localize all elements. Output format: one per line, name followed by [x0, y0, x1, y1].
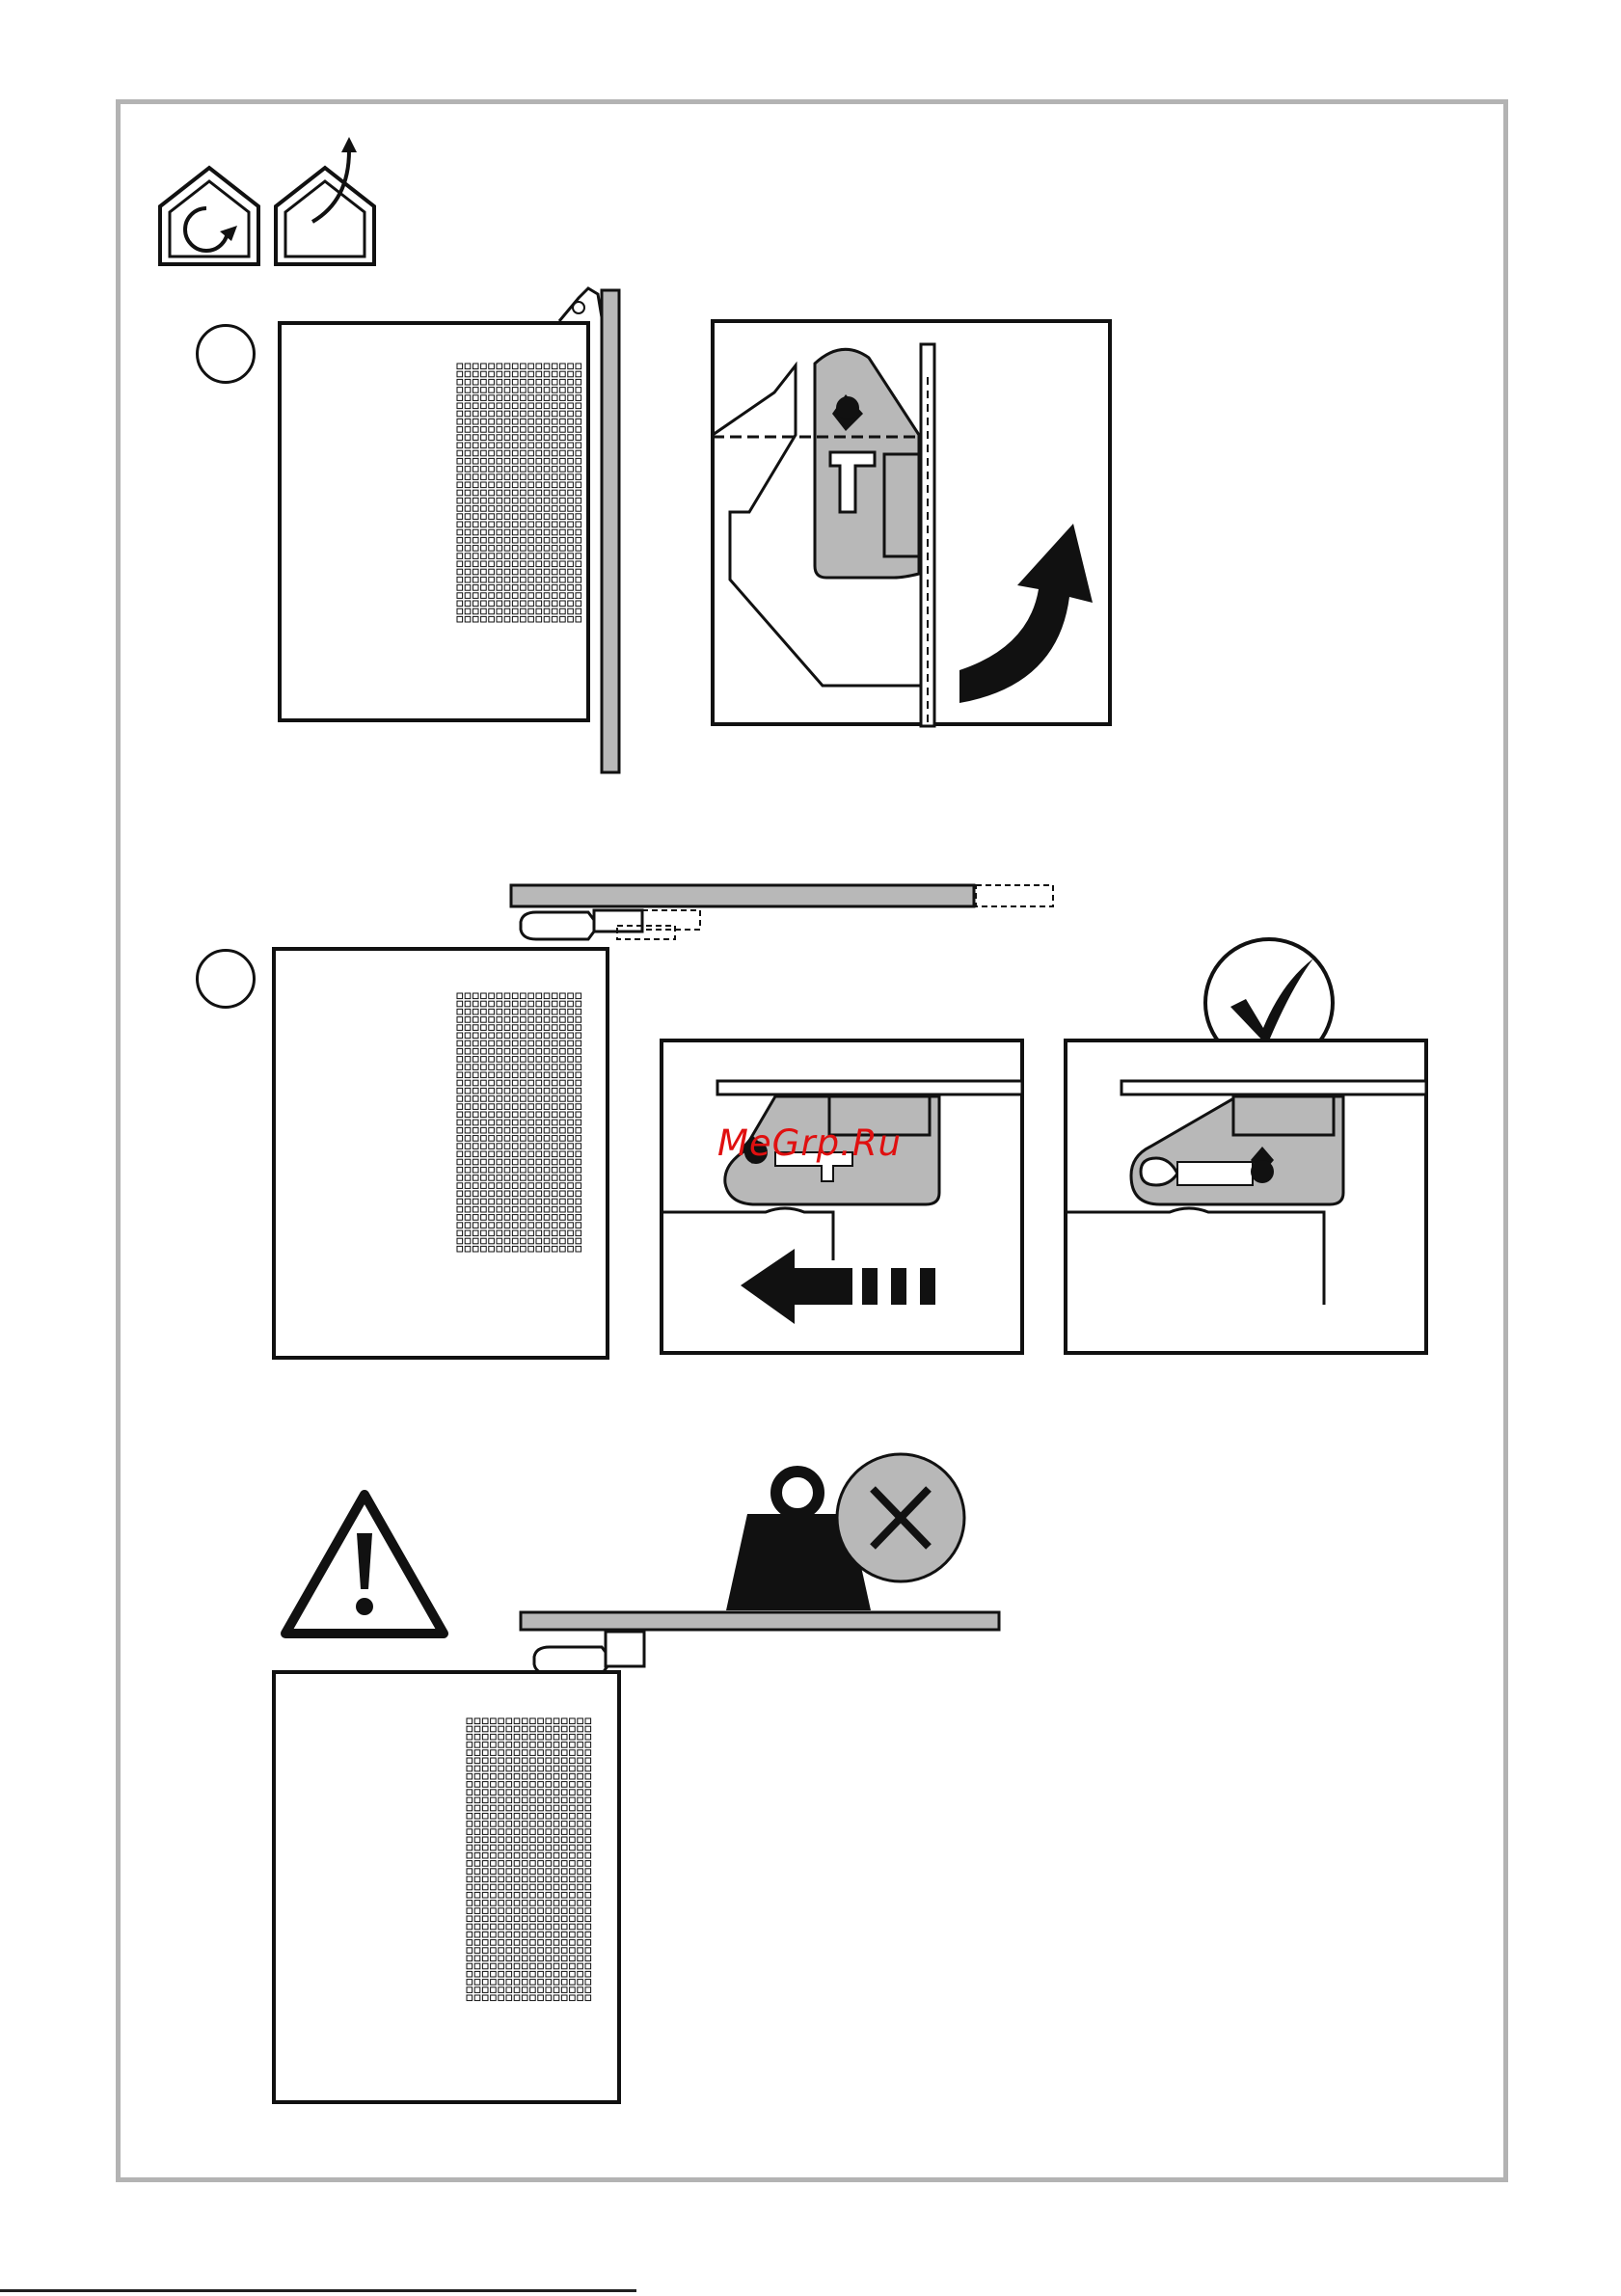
step-1-oven-side-view [270, 284, 636, 776]
page-bottom-rule [0, 2289, 636, 2292]
watermark: MeGrp.Ru [717, 1122, 902, 1164]
step-2-shelf-top [501, 879, 1061, 947]
step-1-detail-hinge [711, 319, 1112, 726]
step-2-detail-slide [660, 1039, 1024, 1355]
step-1-number-circle [196, 324, 256, 384]
warning-triangle-icon [280, 1489, 449, 1641]
house-rotate-icon [156, 162, 262, 268]
step-2-detail-locked [1064, 1039, 1428, 1355]
warning-oven-side-view [270, 1668, 627, 2102]
house-exit-arrow-icon [272, 133, 378, 268]
step-2-number-circle [196, 949, 256, 1009]
weight-prohibited-icon [718, 1450, 969, 1614]
step-2-oven-side-view [270, 945, 617, 1362]
